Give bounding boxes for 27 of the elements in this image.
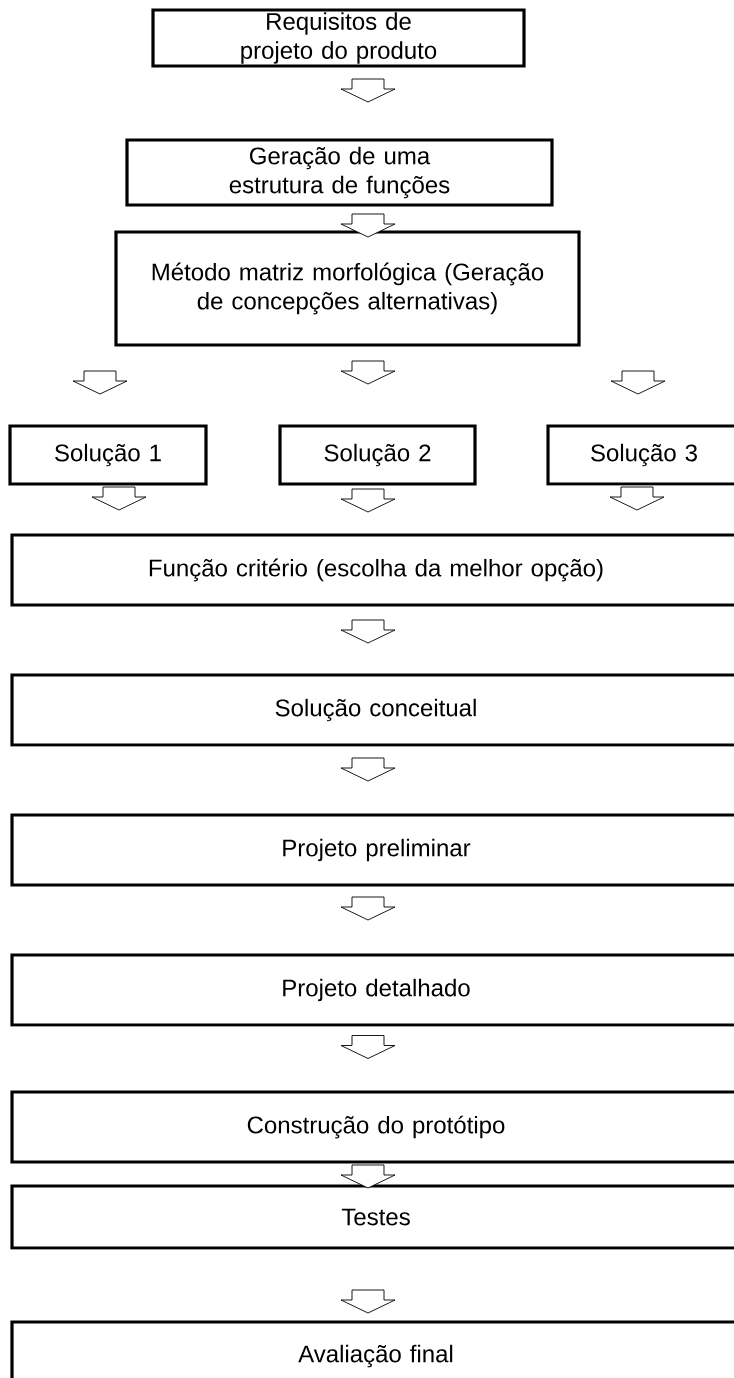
process-box: Construção do protótipo xyxy=(10,1090,734,1164)
block-arrow xyxy=(340,1035,396,1059)
process-box: Função critério (escolha da melhor opção) xyxy=(10,533,734,607)
block-arrow xyxy=(340,78,396,103)
process-box: Geração de uma estrutura de funções xyxy=(125,138,554,207)
block-arrow xyxy=(340,1164,396,1189)
process-box: Projeto preliminar xyxy=(10,813,734,887)
process-box: Testes xyxy=(10,1184,734,1250)
block-arrow xyxy=(340,619,396,644)
process-box: Solução 3 xyxy=(546,424,734,486)
process-box: Solução conceitual xyxy=(10,673,734,747)
process-box: Avaliação final xyxy=(10,1320,734,1378)
process-box: Projeto detalhado xyxy=(10,953,734,1027)
block-arrow xyxy=(340,360,396,385)
block-arrow xyxy=(72,370,128,395)
block-arrow xyxy=(340,1289,396,1314)
block-arrow xyxy=(340,896,396,921)
block-arrow xyxy=(609,486,665,511)
process-box: Requisitos de projeto do produto xyxy=(151,8,526,68)
process-box: Método matriz morfológica (Geração de concepções alternativas) xyxy=(114,230,581,347)
block-arrow xyxy=(340,488,396,513)
block-arrow xyxy=(91,486,147,511)
block-arrow xyxy=(610,370,666,395)
process-box: Solução 1 xyxy=(8,424,208,486)
block-arrow xyxy=(340,757,396,782)
block-arrow xyxy=(340,213,396,238)
process-box: Solução 2 xyxy=(278,424,477,486)
